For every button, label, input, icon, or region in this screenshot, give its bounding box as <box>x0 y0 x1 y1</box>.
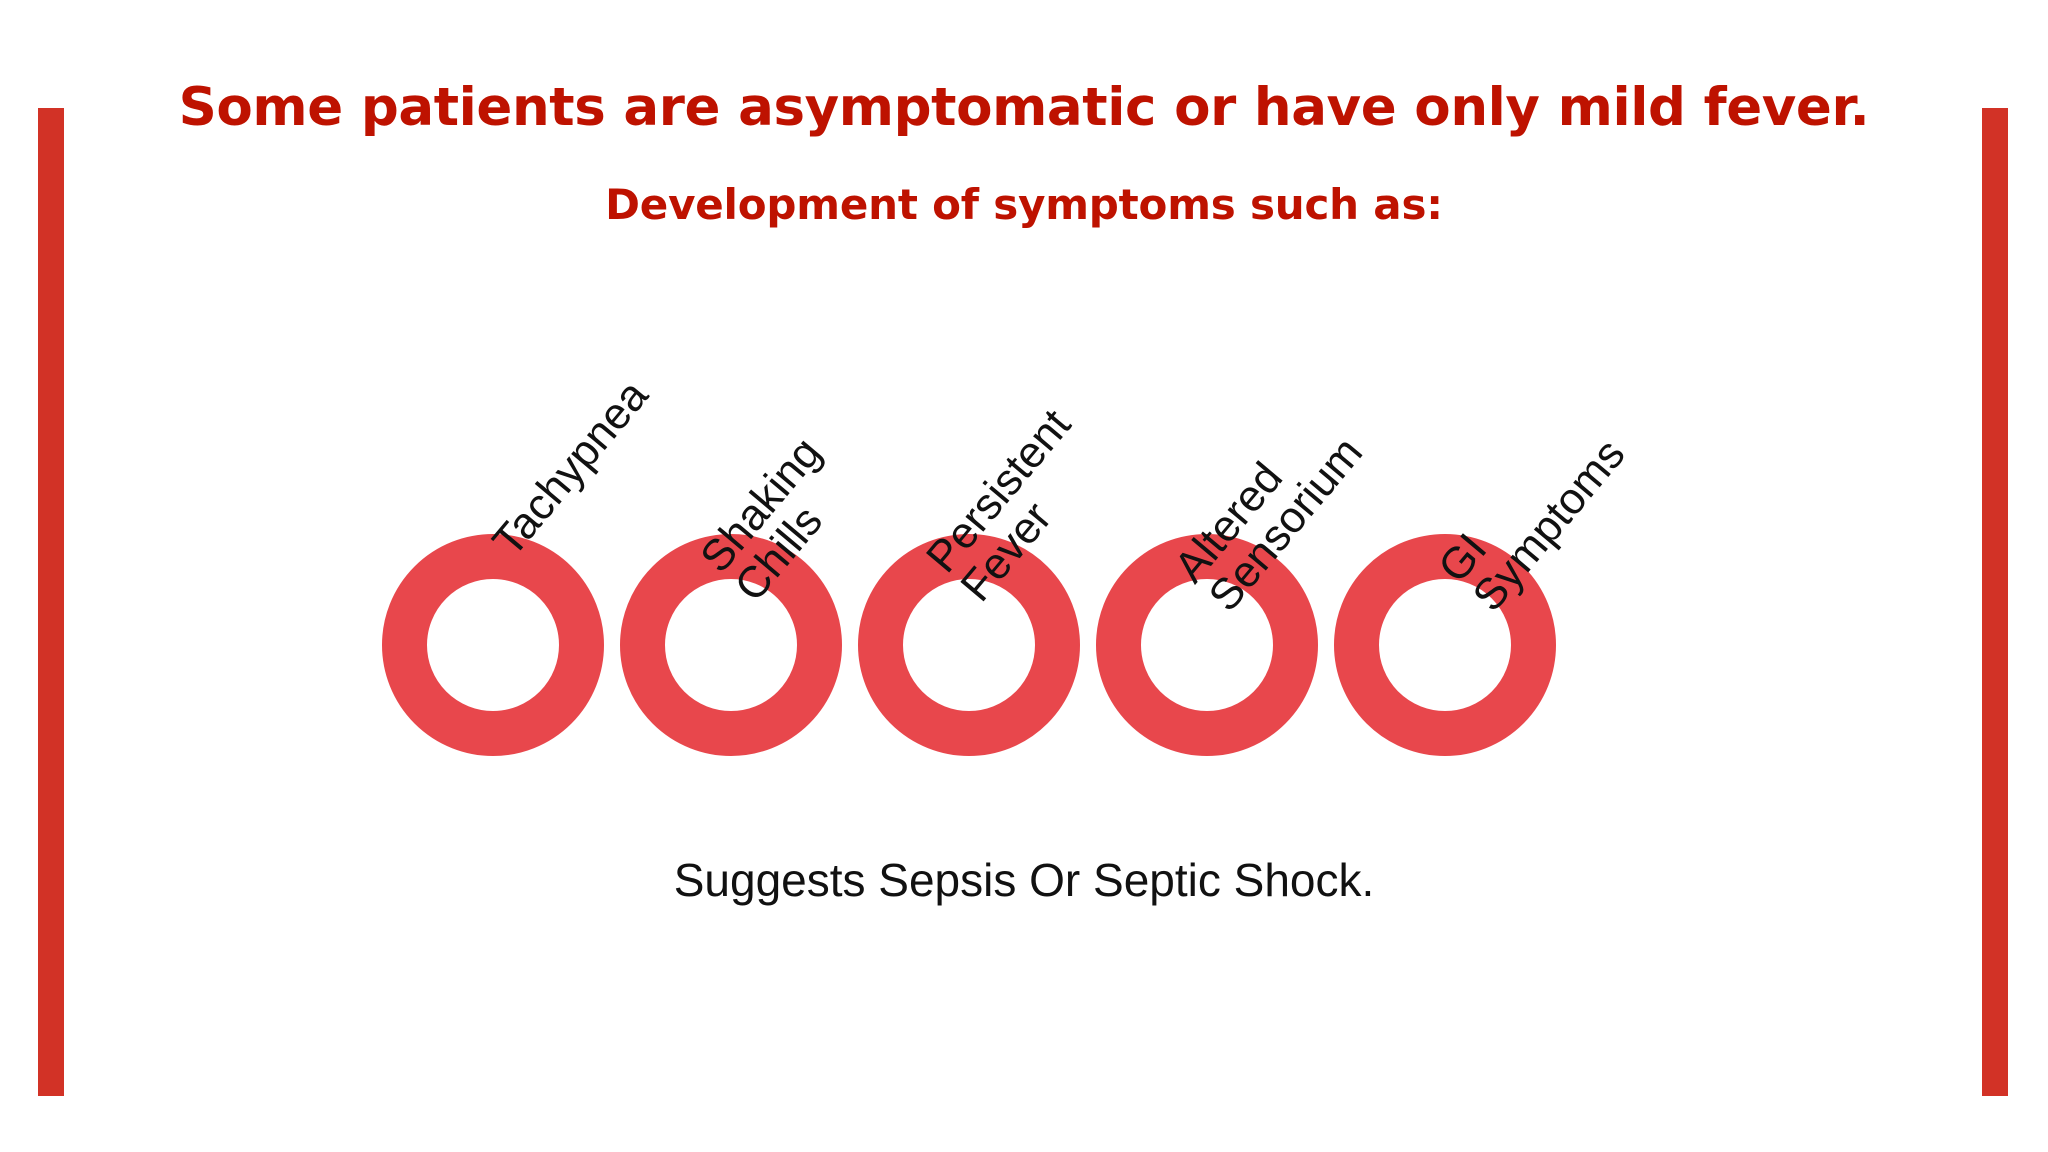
slide-title: Some patients are asymptomatic or have o… <box>178 77 1870 138</box>
symptom-ring-persistent-fever <box>858 534 1080 756</box>
right-accent-bar <box>1982 108 2008 1096</box>
symptom-ring-tachypnea <box>382 534 604 756</box>
symptom-ring-altered-sensorium <box>1096 534 1318 756</box>
symptom-ring-gi-symptoms <box>1334 534 1556 756</box>
symptom-ring-shaking-chills <box>620 534 842 756</box>
left-accent-bar <box>38 108 64 1096</box>
ring-row <box>382 534 1562 760</box>
slide-subtitle: Development of symptoms such as: <box>605 180 1443 229</box>
conclusion-text: Suggests Sepsis Or Septic Shock. <box>673 854 1375 906</box>
